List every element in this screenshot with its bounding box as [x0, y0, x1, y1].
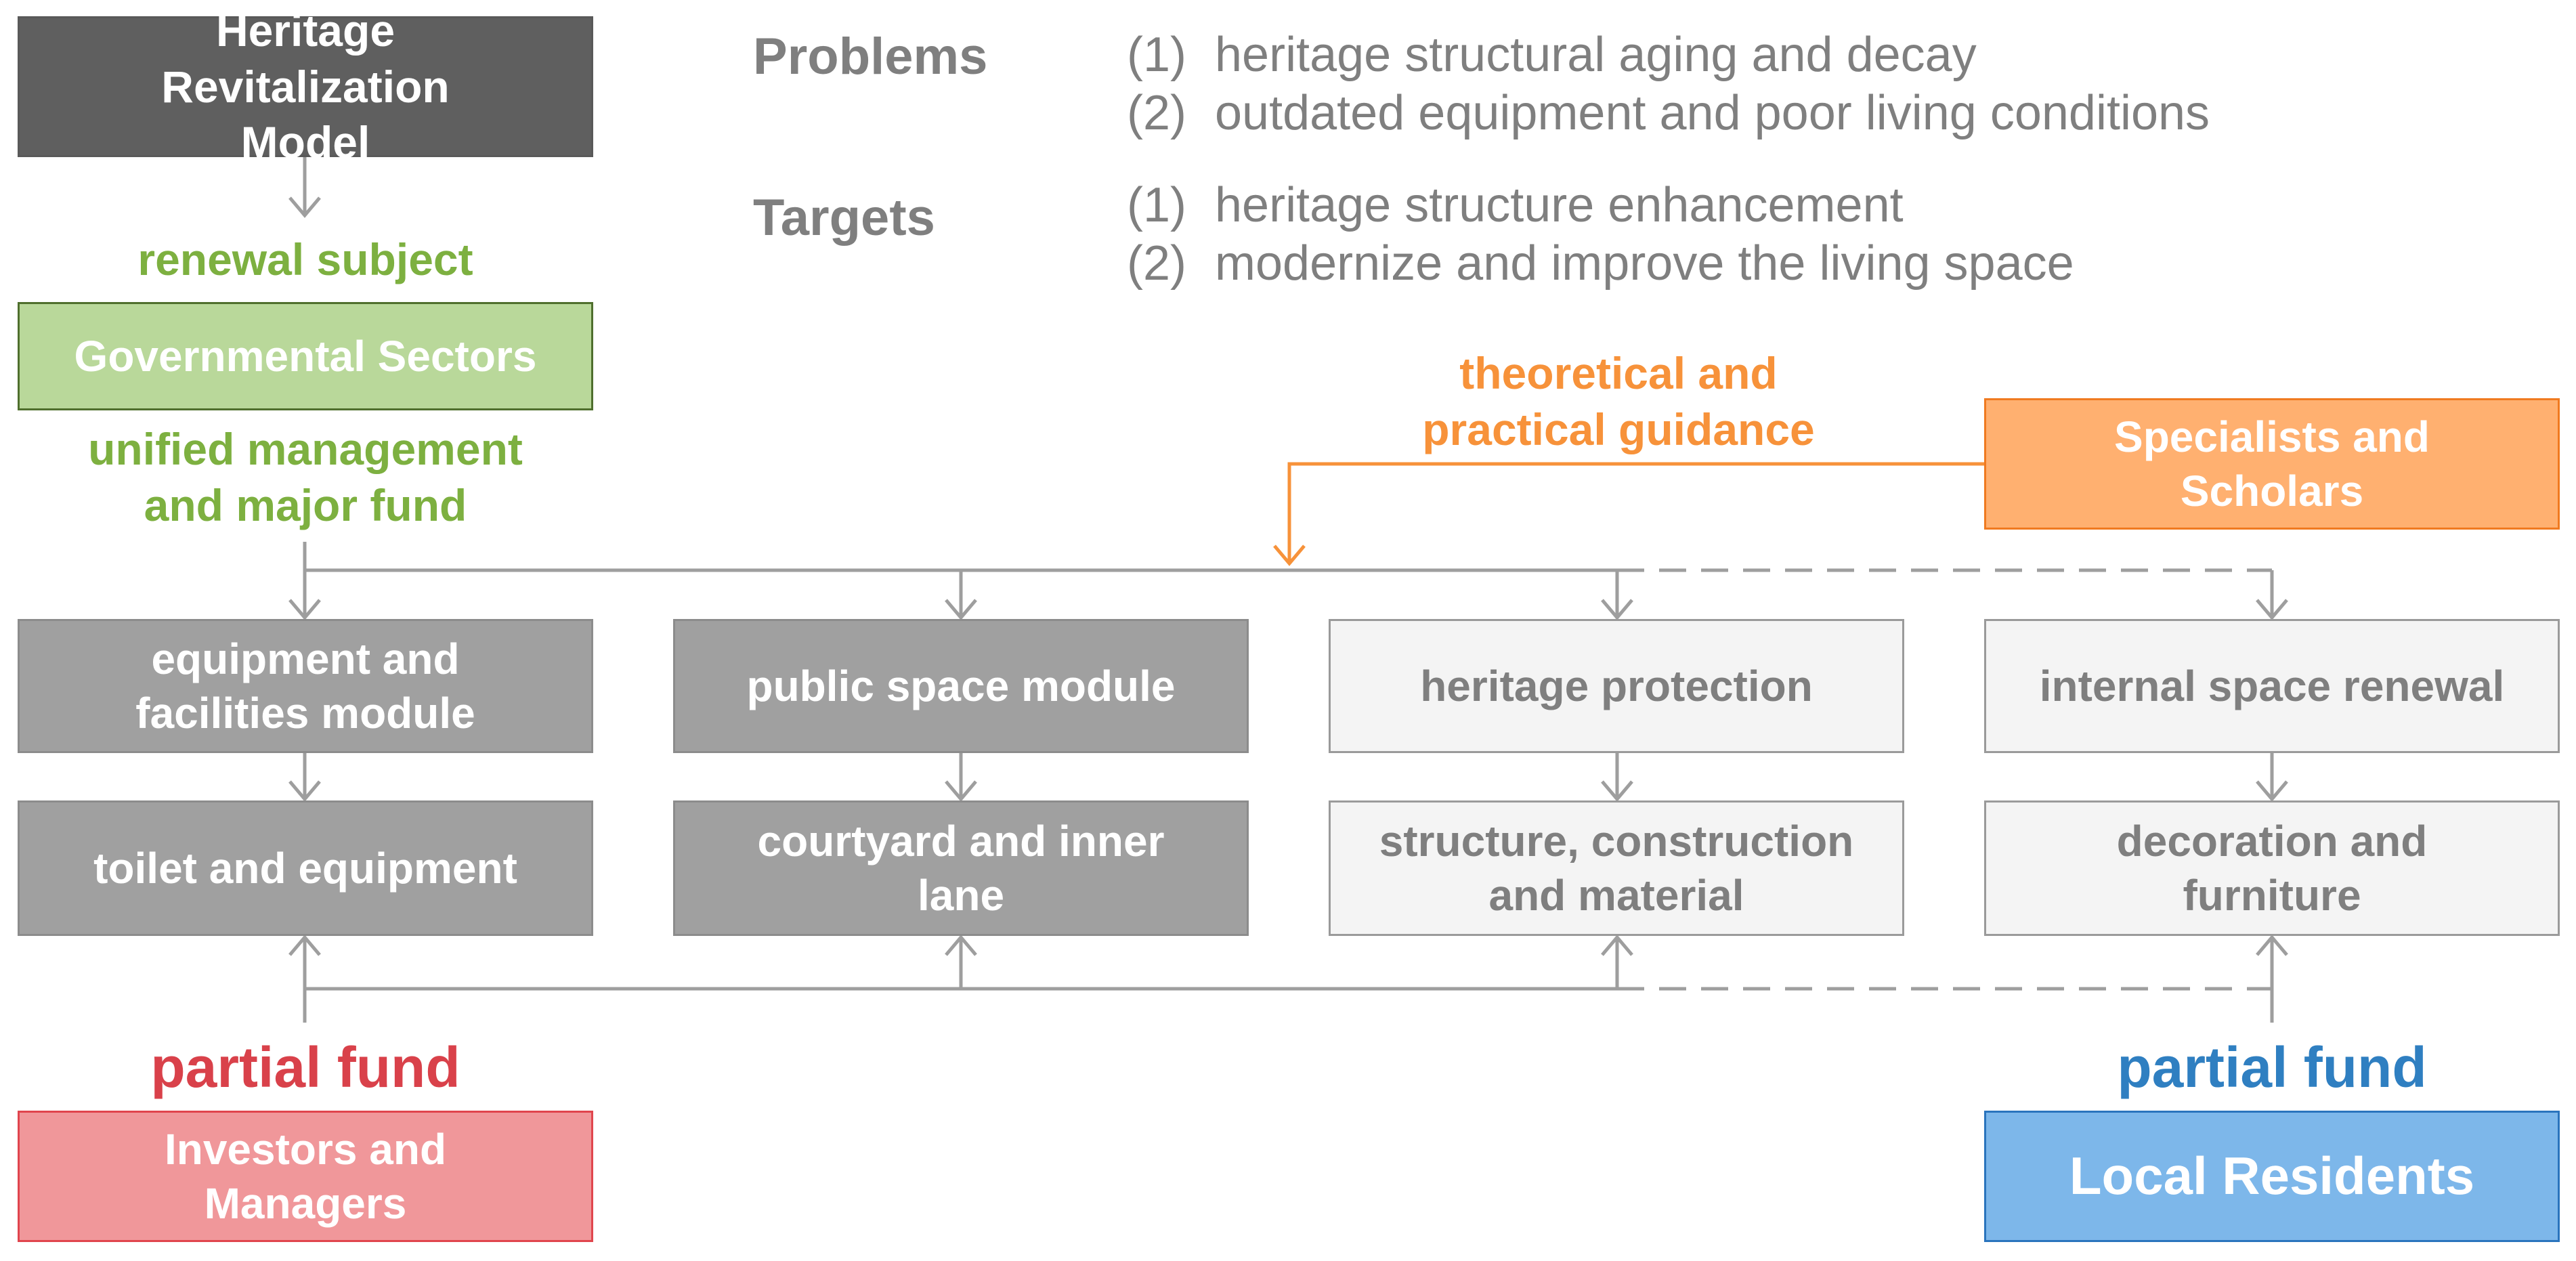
target-number: (2): [1127, 236, 1186, 291]
government-contribution-label: unified management and major fund: [18, 421, 593, 533]
submodule-line1: toilet and equipment: [93, 844, 517, 893]
model-title: Heritage Revitalization Model: [161, 5, 450, 168]
investors-contribution-label: partial fund: [150, 1035, 460, 1099]
problem-text: outdated equipment and poor living condi…: [1215, 86, 2210, 140]
arrowhead: [1601, 599, 1633, 620]
targets-heading: Targets: [753, 189, 935, 247]
government-contribution-line2: and major fund: [144, 479, 467, 530]
arrowhead: [288, 196, 321, 218]
target-text: heritage structure enhancement: [1215, 178, 1904, 232]
problem-item: (1) heritage structural aging and decay: [1127, 27, 1977, 83]
residents-name: Local Residents: [2069, 1146, 2475, 1206]
arrowhead: [288, 599, 321, 620]
module-box-equipment: equipment and facilities module: [18, 619, 593, 753]
module-box-public-space: public space module: [673, 619, 1249, 753]
module-box-internal-space: internal space renewal: [1984, 619, 2560, 753]
submodule-line2: furniture: [2183, 871, 2361, 920]
problem-number: (2): [1127, 86, 1186, 140]
arrowhead: [1273, 544, 1306, 566]
submodule-line1: courtyard and inner: [757, 817, 1165, 865]
module-title-line2: facilities module: [135, 689, 475, 738]
specialists-name-line1: Specialists and: [2114, 412, 2430, 461]
specialists-name-line2: Scholars: [2180, 467, 2364, 515]
arrowhead: [2256, 599, 2288, 620]
submodule-box-decoration: decoration and furniture: [1984, 800, 2560, 936]
submodule-line2: and material: [1488, 871, 1744, 920]
model-title-box: Heritage Revitalization Model: [18, 5, 593, 167]
residents-contribution-label: partial fund: [2117, 1035, 2427, 1099]
arrowhead: [288, 780, 321, 802]
submodule-line1: structure, construction: [1379, 817, 1854, 865]
residents-box: Local Residents: [1984, 1111, 2560, 1242]
government-box: Governmental Sectors: [18, 302, 593, 410]
problem-number: (1): [1127, 28, 1186, 82]
submodule-box-courtyard: courtyard and inner lane: [673, 800, 1249, 936]
module-title-line1: equipment and: [151, 635, 460, 683]
target-item: (2) modernize and improve the living spac…: [1127, 236, 2074, 291]
arrowhead: [945, 599, 977, 620]
module-title-line1: public space module: [746, 662, 1176, 710]
government-name: Governmental Sectors: [74, 332, 537, 381]
arrowhead: [945, 780, 977, 802]
guidance-line1: theoretical and: [1459, 348, 1778, 398]
target-number: (1): [1127, 178, 1186, 232]
module-title-line1: internal space renewal: [2039, 662, 2505, 710]
government-role-label: renewal subject: [137, 234, 473, 284]
target-text: modernize and improve the living space: [1215, 236, 2074, 291]
arrowhead: [1601, 935, 1633, 956]
submodule-box-structure: structure, construction and material: [1329, 800, 1904, 936]
arrowhead: [945, 935, 977, 956]
problems-heading: Problems: [753, 28, 988, 85]
guidance-line2: practical guidance: [1422, 404, 1815, 454]
submodule-box-toilet: toilet and equipment: [18, 800, 593, 936]
guidance-connector: [1287, 462, 1984, 563]
government-contribution-line1: unified management: [88, 424, 523, 474]
arrowhead: [2256, 780, 2288, 802]
arrowhead: [2256, 935, 2288, 956]
module-title-line1: heritage protection: [1420, 662, 1813, 710]
submodule-line2: lane: [917, 871, 1005, 920]
problem-item: (2) outdated equipment and poor living co…: [1127, 85, 2210, 141]
investors-box: Investors and Managers: [18, 1111, 593, 1242]
arrowhead: [288, 935, 321, 956]
investors-name-line2: Managers: [204, 1179, 407, 1228]
problem-text: heritage structural aging and decay: [1215, 28, 1977, 82]
investors-name-line1: Investors and: [164, 1125, 447, 1174]
guidance-label: theoretical and practical guidance: [1348, 345, 1889, 457]
module-box-heritage-protection: heritage protection: [1329, 619, 1904, 753]
specialists-box: Specialists and Scholars: [1984, 398, 2560, 530]
target-item: (1) heritage structure enhancement: [1127, 177, 1904, 233]
submodule-line1: decoration and: [2116, 817, 2428, 865]
arrowhead: [1601, 780, 1633, 802]
